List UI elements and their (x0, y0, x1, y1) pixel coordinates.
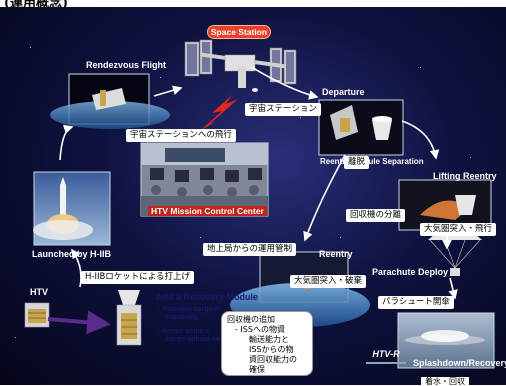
splashdown-panel (397, 312, 495, 369)
reentry-destroy-jp-label: 大気圏突入・破棄 (290, 275, 367, 288)
callout-line-4: 資回収能力の (249, 355, 297, 364)
callout-line-3: ISSからの物 (249, 345, 294, 354)
reentry-label: Reentry (319, 249, 353, 259)
lifting-reentry-label: Lifting Reentry (433, 171, 497, 181)
launch-jp-label: H-IIBロケットによる打上げ (81, 271, 195, 284)
arrow-launch-to-rendezvous (59, 124, 74, 161)
separation-jp-label: 回収機の分離 (346, 209, 406, 222)
callout-title: 回収機の追加 (227, 315, 275, 324)
splashdown-label: Splashdown/Recovery (413, 358, 506, 368)
arrow-htv-to-launch (71, 248, 82, 288)
htv-label: HTV (30, 287, 48, 297)
arrow-rendezvous-to-iss (153, 85, 183, 97)
add-module-label: Add a Recovery Module (156, 292, 259, 302)
launched-label: Launched by H-IIB (32, 249, 112, 259)
arrow-departure-to-reentry (303, 154, 346, 242)
iss-jp-label: 宇宙ステーション (245, 103, 321, 116)
launch-panel (33, 171, 111, 246)
flight-to-iss-jp-label: 宇宙ステーションへの飛行 (126, 129, 236, 142)
mission-control-label: HTV Mission Control Center (148, 206, 267, 216)
splashdown-jp-label: 着水・回収 (421, 377, 469, 386)
mission-control-panel (140, 142, 269, 217)
space-station-image (184, 39, 297, 92)
parachute-deploy-label: Parachute Deploy (372, 267, 449, 277)
recovery-module-callout: 回収機の追加 - ISSへの物資 輸送能力と ISSからの物 資回収能力の 確保 (221, 311, 313, 376)
add-module-arrow (47, 310, 111, 335)
lightning-bolt-icon (201, 95, 238, 130)
ground-ops-jp-label: 地上局からの運用管制 (203, 243, 297, 256)
htv-r-logo: HTV-R (366, 346, 406, 364)
departure-label: Departure (322, 87, 365, 97)
departure-jp-label: 離脱 (344, 156, 370, 169)
flow-arrows (59, 67, 458, 300)
callout-line-2: 輸送能力と (249, 335, 289, 344)
htv-vehicle (24, 302, 50, 328)
bullet-1-line-b: capability (166, 314, 199, 321)
bullet-2-line-a: - Keeps some c (158, 328, 210, 335)
callout-line-1: - ISSへの物資 (235, 325, 285, 334)
parachute-jp-label: パラシュート開傘 (378, 296, 454, 309)
page-title: (運用概念) (4, 0, 68, 11)
htv-r-vehicle (116, 290, 142, 346)
bullet-1-line-a: - Provides cargo d (158, 306, 220, 313)
reentry-separation-label: Reentry Module Separation (320, 157, 424, 166)
departure-panel (318, 99, 404, 156)
arrow-departure-to-lifting (401, 120, 440, 160)
callout-line-5: 確保 (249, 365, 265, 374)
arrow-parachute-to-splashdown (448, 277, 458, 300)
space-station-label: Space Station (207, 25, 271, 39)
arrow-iss-to-departure (252, 67, 319, 100)
bullet-2-line-b: cargo upload ca (166, 336, 220, 343)
rendezvous-panel (50, 73, 170, 129)
rendezvous-flight-label: Rendezvous Flight (86, 60, 167, 70)
reentry-flight-jp-label: 大気圏突入・飛行 (420, 223, 497, 236)
